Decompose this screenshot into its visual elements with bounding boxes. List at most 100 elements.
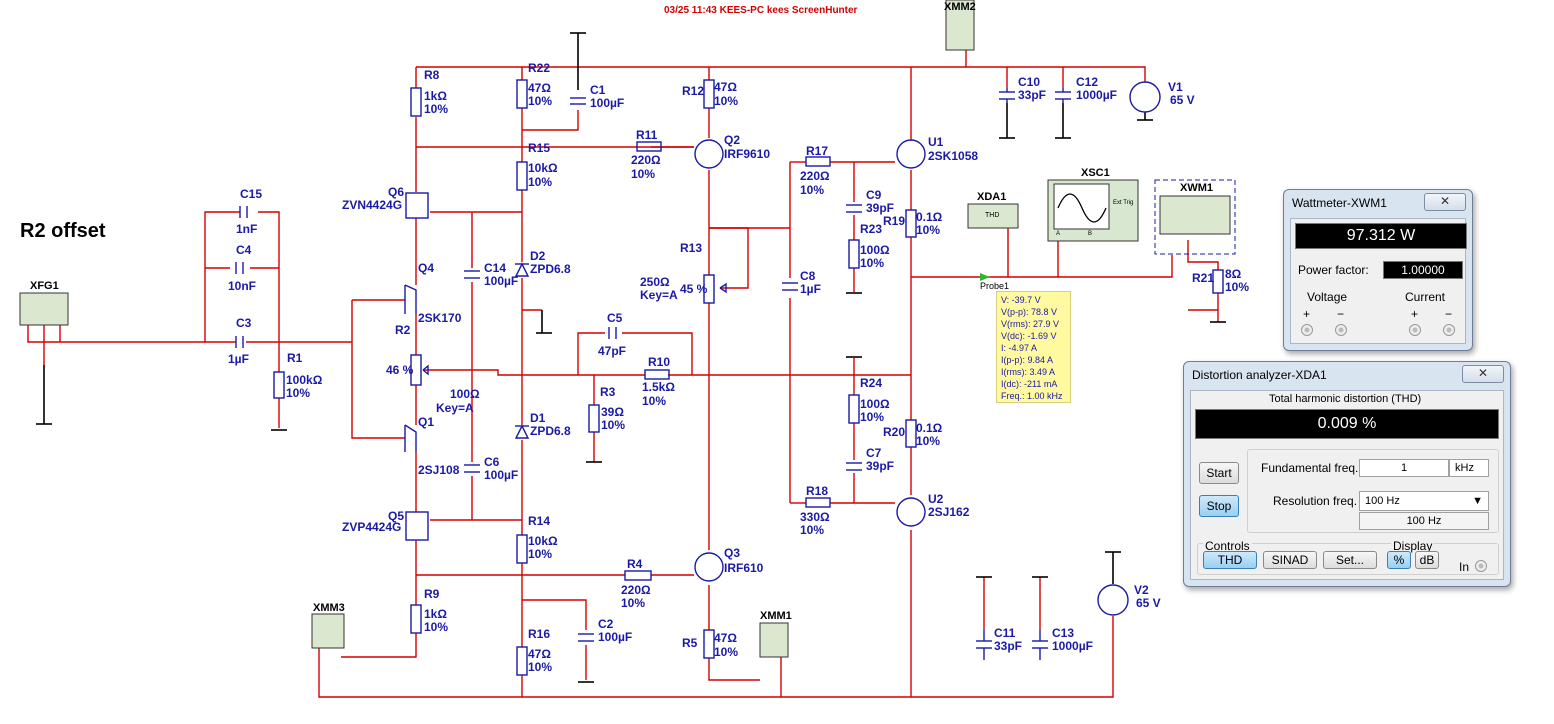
current-minus-terminal[interactable] (1443, 324, 1455, 336)
input-terminal[interactable] (1475, 560, 1487, 572)
voltage-plus-label: + (1303, 307, 1311, 321)
svg-text:R5: R5 (682, 636, 698, 650)
svg-text:V2: V2 (1134, 583, 1149, 597)
instrument-boxes (19, 0, 1236, 658)
svg-text:10%: 10% (621, 596, 645, 610)
svg-text:C15: C15 (240, 187, 262, 201)
svg-text:R10: R10 (648, 355, 670, 369)
ground-symbols (36, 32, 1226, 683)
fundamental-freq-input[interactable]: 1 (1359, 459, 1449, 477)
frequency-group (1247, 449, 1499, 533)
svg-text:ZPD6.8: ZPD6.8 (530, 262, 571, 276)
resolution-freq-select[interactable]: 100 Hz ▼ (1359, 491, 1489, 511)
start-button[interactable]: Start (1199, 462, 1239, 484)
svg-text:100Ω: 100Ω (860, 243, 890, 257)
probe-reading: V(rms): 27.9 V (1001, 319, 1060, 329)
stop-button[interactable]: Stop (1199, 495, 1239, 517)
svg-text:U1: U1 (928, 135, 944, 149)
svg-text:ZPD6.8: ZPD6.8 (530, 424, 571, 438)
svg-text:10%: 10% (528, 175, 552, 189)
svg-text:1000µF: 1000µF (1052, 639, 1093, 653)
svg-text:10nF: 10nF (228, 279, 256, 293)
power-factor-display: 1.00000 (1383, 261, 1463, 279)
svg-text:B: B (1088, 231, 1092, 237)
voltage-plus-terminal[interactable] (1301, 324, 1313, 336)
svg-text:R11: R11 (636, 128, 658, 142)
svg-text:C14: C14 (484, 261, 506, 275)
wattmeter-title: Wattmeter-XWM1 (1292, 196, 1387, 210)
svg-text:R9: R9 (424, 587, 440, 601)
current-label: Current (1405, 290, 1446, 304)
wires (27, 50, 1219, 698)
svg-text:V1: V1 (1168, 80, 1183, 94)
close-icon[interactable]: ✕ (1424, 193, 1466, 211)
probe-reading: V: -39.7 V (1001, 295, 1041, 305)
svg-text:C5: C5 (607, 311, 623, 325)
svg-text:330Ω: 330Ω (800, 510, 830, 524)
svg-text:R13: R13 (680, 241, 702, 255)
current-plus-label: + (1411, 307, 1419, 321)
sinad-button[interactable]: SINAD (1263, 551, 1317, 569)
svg-text:Probe1: Probe1 (980, 281, 1009, 291)
voltage-minus-terminal[interactable] (1335, 324, 1347, 336)
svg-text:33pF: 33pF (1018, 88, 1046, 102)
svg-text:65 V: 65 V (1136, 596, 1161, 610)
svg-text:10%: 10% (860, 410, 884, 424)
wattmeter-titlebar[interactable]: Wattmeter-XWM1 ✕ (1284, 190, 1472, 216)
svg-text:10%: 10% (800, 523, 824, 537)
power-display: 97.312 W (1295, 223, 1467, 249)
db-display-button[interactable]: dB (1415, 551, 1439, 569)
settings-button[interactable]: Set... (1323, 551, 1377, 569)
svg-text:Key=A: Key=A (640, 288, 678, 302)
svg-text:10%: 10% (601, 418, 625, 432)
svg-text:R22: R22 (528, 61, 550, 75)
svg-text:1000µF: 1000µF (1076, 88, 1117, 102)
svg-text:C2: C2 (598, 617, 614, 631)
current-plus-terminal[interactable] (1409, 324, 1421, 336)
svg-text:1kΩ: 1kΩ (424, 89, 447, 103)
svg-text:10%: 10% (916, 223, 940, 237)
svg-text:10%: 10% (528, 660, 552, 674)
probe-reading: I(p-p): 9.84 A (1001, 355, 1054, 365)
svg-text:C7: C7 (866, 446, 882, 460)
svg-text:47pF: 47pF (598, 344, 626, 358)
svg-text:1µF: 1µF (800, 282, 821, 296)
probe-reading: I(dc): -211 mA (1001, 379, 1058, 389)
svg-text:R12: R12 (682, 84, 704, 98)
svg-text:100kΩ: 100kΩ (286, 373, 323, 387)
svg-text:2SJ108: 2SJ108 (418, 463, 460, 477)
distortion-title: Distortion analyzer-XDA1 (1192, 368, 1327, 382)
svg-text:39pF: 39pF (866, 459, 894, 473)
svg-text:46 %: 46 % (386, 363, 414, 377)
svg-text:10kΩ: 10kΩ (528, 534, 558, 548)
controls-group (1197, 543, 1499, 575)
svg-text:33pF: 33pF (994, 639, 1022, 653)
svg-text:XDA1: XDA1 (977, 191, 1006, 203)
svg-text:10%: 10% (860, 256, 884, 270)
svg-text:XMM2: XMM2 (944, 1, 976, 13)
distortion-titlebar[interactable]: Distortion analyzer-XDA1 ✕ (1184, 362, 1510, 388)
distortion-analyzer-window[interactable]: Distortion analyzer-XDA1 ✕ Total harmoni… (1183, 361, 1511, 587)
svg-text:1.5kΩ: 1.5kΩ (642, 380, 675, 394)
screen-hunter-stamp: 03/25 11:43 KEES-PC kees ScreenHunter (664, 5, 858, 16)
svg-text:C8: C8 (800, 269, 816, 283)
svg-text:THD: THD (985, 212, 999, 219)
probe-marker-icon[interactable] (980, 273, 990, 281)
probe-reading: V(dc): -1.69 V (1001, 331, 1057, 341)
wattmeter-window[interactable]: Wattmeter-XWM1 ✕ 97.312 W Power factor: … (1283, 189, 1473, 351)
fundamental-freq-unit[interactable]: kHz (1449, 459, 1489, 477)
svg-text:Q3: Q3 (724, 546, 740, 560)
percent-display-button[interactable]: % (1387, 551, 1411, 569)
svg-text:10%: 10% (424, 102, 448, 116)
svg-text:C3: C3 (236, 316, 252, 330)
svg-text:XMM1: XMM1 (760, 610, 792, 622)
svg-text:XSC1: XSC1 (1081, 167, 1110, 179)
svg-text:65 V: 65 V (1170, 93, 1195, 107)
svg-text:Q5: Q5 (388, 509, 404, 523)
instrument-labels: XFG1 XMM2 XMM3 XMM1 XDA1 THD XSC1 Ext Tr… (30, 1, 1213, 622)
voltage-label: Voltage (1307, 290, 1348, 304)
thd-button[interactable]: THD (1203, 551, 1257, 569)
svg-text:XFG1: XFG1 (30, 280, 59, 292)
close-icon[interactable]: ✕ (1462, 365, 1504, 383)
